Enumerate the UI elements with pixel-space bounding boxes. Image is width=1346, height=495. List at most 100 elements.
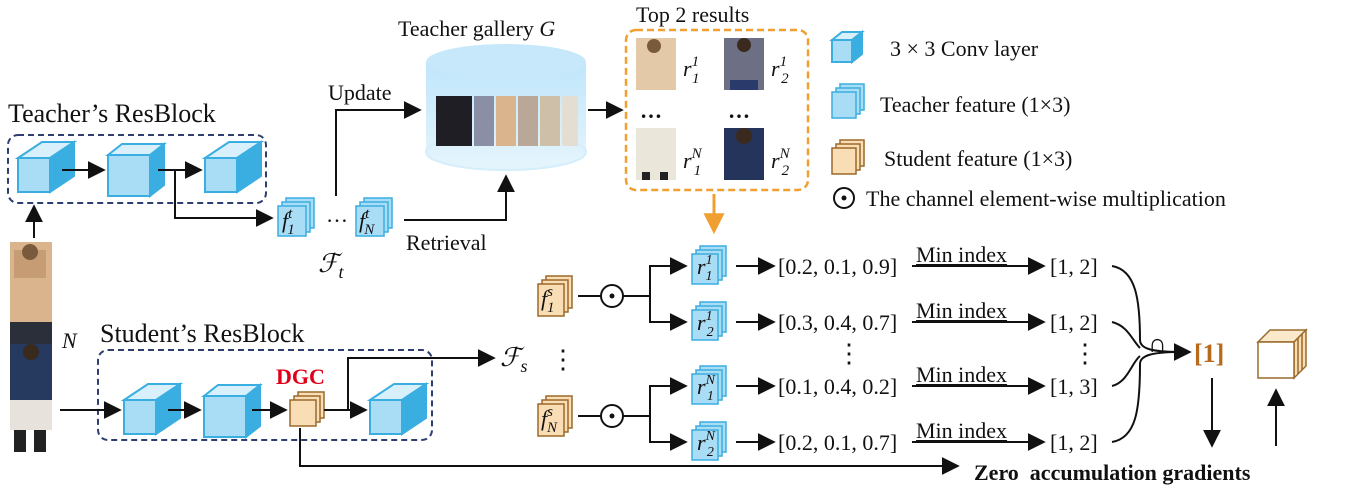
teacher-feature-f1: f	[282, 208, 291, 233]
dgc-label: DGC	[276, 364, 325, 389]
svg-text:r12: r12	[771, 54, 789, 87]
top-results-frame	[624, 28, 810, 192]
match-row-3-result: [1, 3]	[1050, 374, 1098, 399]
match-vdots-middle: ⋮	[836, 339, 862, 368]
selected-feature-cube	[1256, 328, 1308, 380]
result-image-r2n	[724, 128, 764, 180]
result-rank-r2n: r	[771, 148, 780, 173]
match-row-3-r: r	[697, 374, 706, 399]
teacher-conv-1	[14, 140, 78, 194]
match-row-2-result: [1, 2]	[1050, 310, 1098, 335]
arrow-fn-rn2	[649, 416, 688, 451]
legend-student-feature-label: Student feature (1×3)	[884, 146, 1072, 171]
multiply-op-1	[600, 284, 624, 308]
teacher-feature-stack-n	[355, 197, 393, 237]
svg-text:fs1: fs1	[541, 284, 554, 316]
update-label: Update	[328, 80, 392, 105]
legend-teacher-feature-icon	[831, 83, 865, 119]
student-feature-vdots: ⋮	[550, 345, 576, 374]
svg-text:fsN: fsN	[541, 404, 558, 436]
arrow-fn-rn1	[623, 377, 688, 417]
results-ellipsis-right: …	[728, 98, 750, 123]
teacher-block-title: Teacher’s ResBlock	[8, 99, 216, 128]
result-rank-r12: r	[771, 56, 780, 81]
match-row-1-result: [1, 2]	[1050, 254, 1098, 279]
teacher-conv-3	[201, 140, 265, 194]
merge-curve-4	[1111, 351, 1181, 443]
legend-multiply-icon	[833, 187, 855, 209]
teacher-conv-2	[105, 141, 167, 199]
result-image-r12	[724, 38, 764, 90]
svg-text:r11: r11	[683, 54, 699, 87]
match-row-2-r: r	[697, 310, 706, 335]
arrow-update	[335, 101, 422, 196]
svg-text:rN1: rN1	[697, 373, 716, 404]
result-image-r11	[636, 38, 676, 90]
student-dgc-feature	[289, 391, 325, 427]
match-vdots-right: ⋮	[1072, 339, 1098, 368]
zero-gradients-label: Zero accumulation gradients	[974, 460, 1251, 485]
top-results-title: Top 2 results	[636, 2, 749, 27]
match-row-2-vector: [0.3, 0.4, 0.7]	[778, 310, 897, 335]
result-image-r1n	[636, 128, 676, 180]
svg-text:Teacher gallery G: Teacher gallery G	[398, 16, 555, 41]
arrow-f1-r11	[623, 257, 688, 297]
svg-text:rN2: rN2	[771, 146, 791, 179]
arrow-retrieval	[404, 174, 515, 221]
svg-text:ftN: ftN	[359, 206, 375, 238]
teacher-feature-fn: f	[359, 208, 368, 233]
student-conv-3	[366, 382, 430, 436]
svg-text:rN2: rN2	[697, 429, 716, 460]
batch-size-label: N	[61, 328, 78, 353]
svg-text:ft1: ft1	[282, 206, 295, 238]
arrow-student-to-features	[347, 349, 496, 410]
match-row-3-op: Min index	[916, 362, 1007, 387]
student-fn-label: f	[541, 406, 550, 431]
match-row-4-result: [1, 2]	[1050, 430, 1098, 455]
student-f1-label: f	[541, 286, 550, 311]
teacher-feature-dots: …	[326, 202, 348, 227]
teacher-block-frame	[7, 134, 267, 204]
teacher-feature-stack-1	[277, 197, 315, 237]
svg-text:r12: r12	[697, 309, 714, 340]
match-row-3-vector: [0.1, 0.4, 0.2]	[778, 374, 897, 399]
teacher-gallery	[425, 44, 587, 171]
merge-curve-2	[1111, 321, 1141, 349]
legend-conv-icon	[829, 29, 865, 65]
match-row-1-vector: [0.2, 0.1, 0.9]	[778, 254, 897, 279]
svg-text:ℱs: ℱs	[500, 343, 527, 376]
result-rank-r11: r	[683, 56, 692, 81]
svg-text:ℱt: ℱt	[318, 249, 344, 282]
arrow-zero-gradients	[299, 428, 960, 475]
legend-multiply-label: The channel element-wise multiplication	[866, 186, 1226, 211]
multiply-op-n	[600, 404, 624, 428]
match-row-1-op: Min index	[916, 242, 1007, 267]
input-image-strip	[10, 242, 52, 452]
match-row-4-op: Min index	[916, 418, 1007, 443]
student-block-frame	[97, 349, 433, 441]
arrow-f1-r12	[649, 296, 688, 331]
match-row-4-r: r	[697, 430, 706, 455]
student-conv-2	[201, 382, 263, 440]
match-row-4-vector: [0.2, 0.1, 0.7]	[778, 430, 897, 455]
results-ellipsis-left: …	[640, 98, 662, 123]
intersection-symbol: ∩	[1148, 329, 1167, 358]
legend-student-feature-icon	[831, 139, 865, 175]
retrieval-label: Retrieval	[406, 230, 487, 255]
student-block-title: Student’s ResBlock	[100, 319, 304, 348]
match-row-1-r: r	[697, 254, 706, 279]
result-rank-r1n: r	[683, 148, 692, 173]
arrow-teacher-to-features	[174, 170, 274, 227]
gallery-title: Teacher gallery	[398, 16, 539, 41]
final-index: [1]	[1194, 339, 1224, 368]
svg-text:rN1: rN1	[683, 146, 703, 179]
merge-curve-3	[1111, 355, 1141, 387]
svg-text:r11: r11	[697, 253, 713, 284]
legend-conv-label: 3 × 3 Conv layer	[890, 36, 1039, 61]
merge-curve-1	[1111, 265, 1181, 353]
